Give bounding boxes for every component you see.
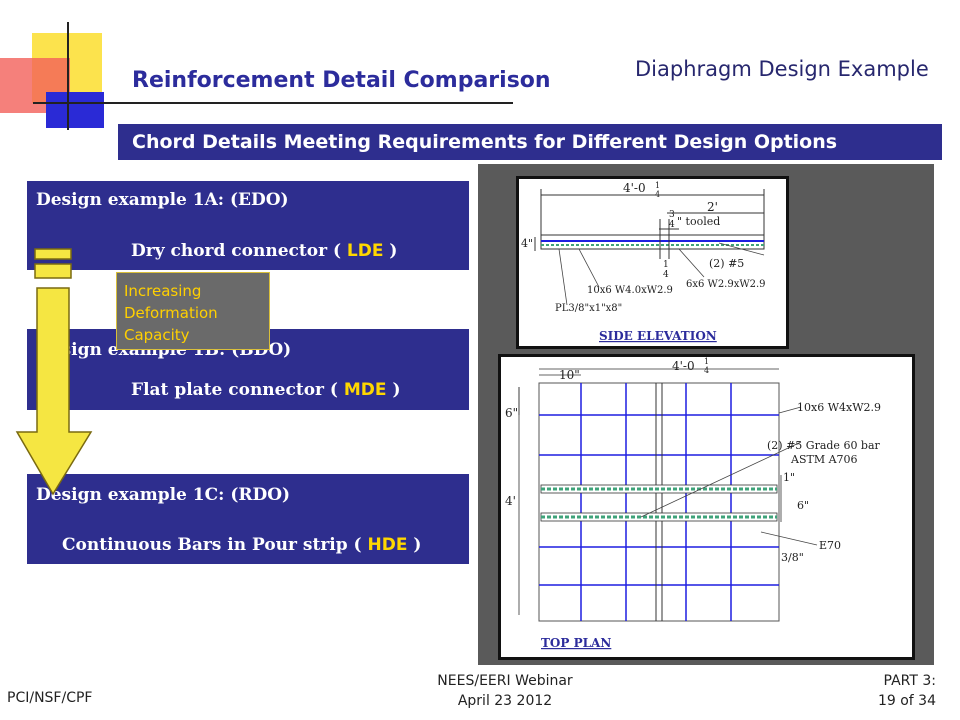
footer-webinar: NEES/EERI Webinar April 23 2012 <box>400 671 610 711</box>
callout-line-2: Deformation <box>124 304 218 322</box>
side-4in-dim: 4" <box>521 237 533 250</box>
tooled-frac-num: 3 <box>669 210 675 220</box>
plan-bar-label-1: (2) #5 Grade 60 bar <box>767 439 881 452</box>
plan-width-dim: 4'-0 <box>672 359 695 373</box>
tooled-label: " tooled <box>677 215 720 228</box>
ductility-code: LDE <box>346 241 384 261</box>
decor-horizontal-line <box>33 102 513 104</box>
slide-title: Reinforcement Detail Comparison <box>132 68 551 93</box>
side-elevation-caption: SIDE ELEVATION <box>599 329 717 343</box>
top-plan-caption: TOP PLAN <box>541 636 611 650</box>
callout-line-1: Increasing <box>124 282 202 300</box>
footer-webinar-title: NEES/EERI Webinar <box>437 673 573 689</box>
side-width-frac-num: 1 <box>655 181 660 190</box>
increasing-arrow-icon <box>15 248 93 496</box>
design-detail-1a: Dry chord connector ( LDE ) <box>131 241 397 261</box>
footer-page: PART 3: 19 of 34 <box>870 671 936 711</box>
design-detail-1c: Continuous Bars in Pour strip ( HDE ) <box>62 535 421 555</box>
side-frac-num: 1 <box>663 260 669 270</box>
detail-prefix: Flat plate connector ( <box>131 380 344 400</box>
footer-webinar-date: April 23 2012 <box>457 693 553 709</box>
side-width-dim: 4'-0 <box>623 181 646 195</box>
plan-6in-dim: 6" <box>505 406 518 420</box>
footer-page-number: 19 of 34 <box>877 693 936 709</box>
side-bar-label: (2) #5 <box>709 257 744 270</box>
plan-10in-dim: 10" <box>559 368 580 382</box>
deformation-capacity-callout: Increasing Deformation Capacity <box>116 272 270 350</box>
footer-organization: PCI/NSF/CPF <box>7 690 93 706</box>
detail-suffix: ) <box>386 380 401 400</box>
side-2ft-dim: 2' <box>707 200 718 214</box>
design-heading-1c: Design example 1C: (RDO) <box>36 485 291 505</box>
detail-suffix: ) <box>407 535 422 555</box>
plan-width-frac-den: 4 <box>704 366 709 375</box>
plan-width-frac-num: 1 <box>704 357 709 366</box>
decor-vertical-line <box>67 22 69 130</box>
detail-suffix: ) <box>383 241 398 261</box>
design-box-1c: Design example 1C: (RDO) Continuous Bars… <box>27 474 469 564</box>
top-plan-drawing: 10" 4'-0 1 4 6" 4' 10x6 W4xW2.9 (2) #5 G… <box>498 354 915 660</box>
plan-bar-label-2: ASTM A706 <box>790 453 858 466</box>
callout-line-3: Capacity <box>124 326 190 344</box>
side-plate-label: PL3/8"x1"x8" <box>555 303 622 314</box>
ductility-code: HDE <box>367 535 408 555</box>
plan-mesh-label: 10x6 W4xW2.9 <box>797 401 881 414</box>
side-mesh1-label: 10x6 W4.0xW2.9 <box>587 285 673 296</box>
side-elevation-svg: 4'-0 1 4 2' 3 4 " tooled 4" 1 4 (2) #5 6… <box>521 181 766 343</box>
plan-38-dim: 3/8" <box>781 551 804 564</box>
side-mesh2-label: 6x6 W2.9xW2.9 <box>686 279 766 290</box>
plan-6in-dim-b: 6" <box>797 499 809 512</box>
design-heading-1a: Design example 1A: (EDO) <box>36 190 289 210</box>
plan-4ft-dim: 4' <box>505 494 516 508</box>
ductility-code: MDE <box>343 380 387 400</box>
slide-subtitle: Diaphragm Design Example <box>635 57 929 81</box>
chord-details-banner: Chord Details Meeting Requirements for D… <box>118 124 942 160</box>
detail-prefix: Dry chord connector ( <box>131 241 347 261</box>
footer-part: PART 3: <box>883 673 936 689</box>
chord-details-text: Chord Details Meeting Requirements for D… <box>132 131 838 153</box>
side-width-frac-den: 4 <box>655 190 660 199</box>
side-elevation-drawing: 4'-0 1 4 2' 3 4 " tooled 4" 1 4 (2) #5 6… <box>516 176 789 349</box>
design-box-1a: Design example 1A: (EDO) Dry chord conne… <box>27 181 469 270</box>
plan-1in-dim: 1" <box>783 471 795 484</box>
decor-blue-square <box>46 92 104 128</box>
design-detail-1b: Flat plate connector ( MDE ) <box>131 380 401 400</box>
side-frac-den: 4 <box>663 270 669 280</box>
detail-prefix: Continuous Bars in Pour strip ( <box>62 535 368 555</box>
top-plan-svg: 10" 4'-0 1 4 6" 4' 10x6 W4xW2.9 (2) #5 G… <box>505 357 881 650</box>
tooled-frac-den: 4 <box>669 220 675 230</box>
plan-weld-label: E70 <box>819 539 841 552</box>
